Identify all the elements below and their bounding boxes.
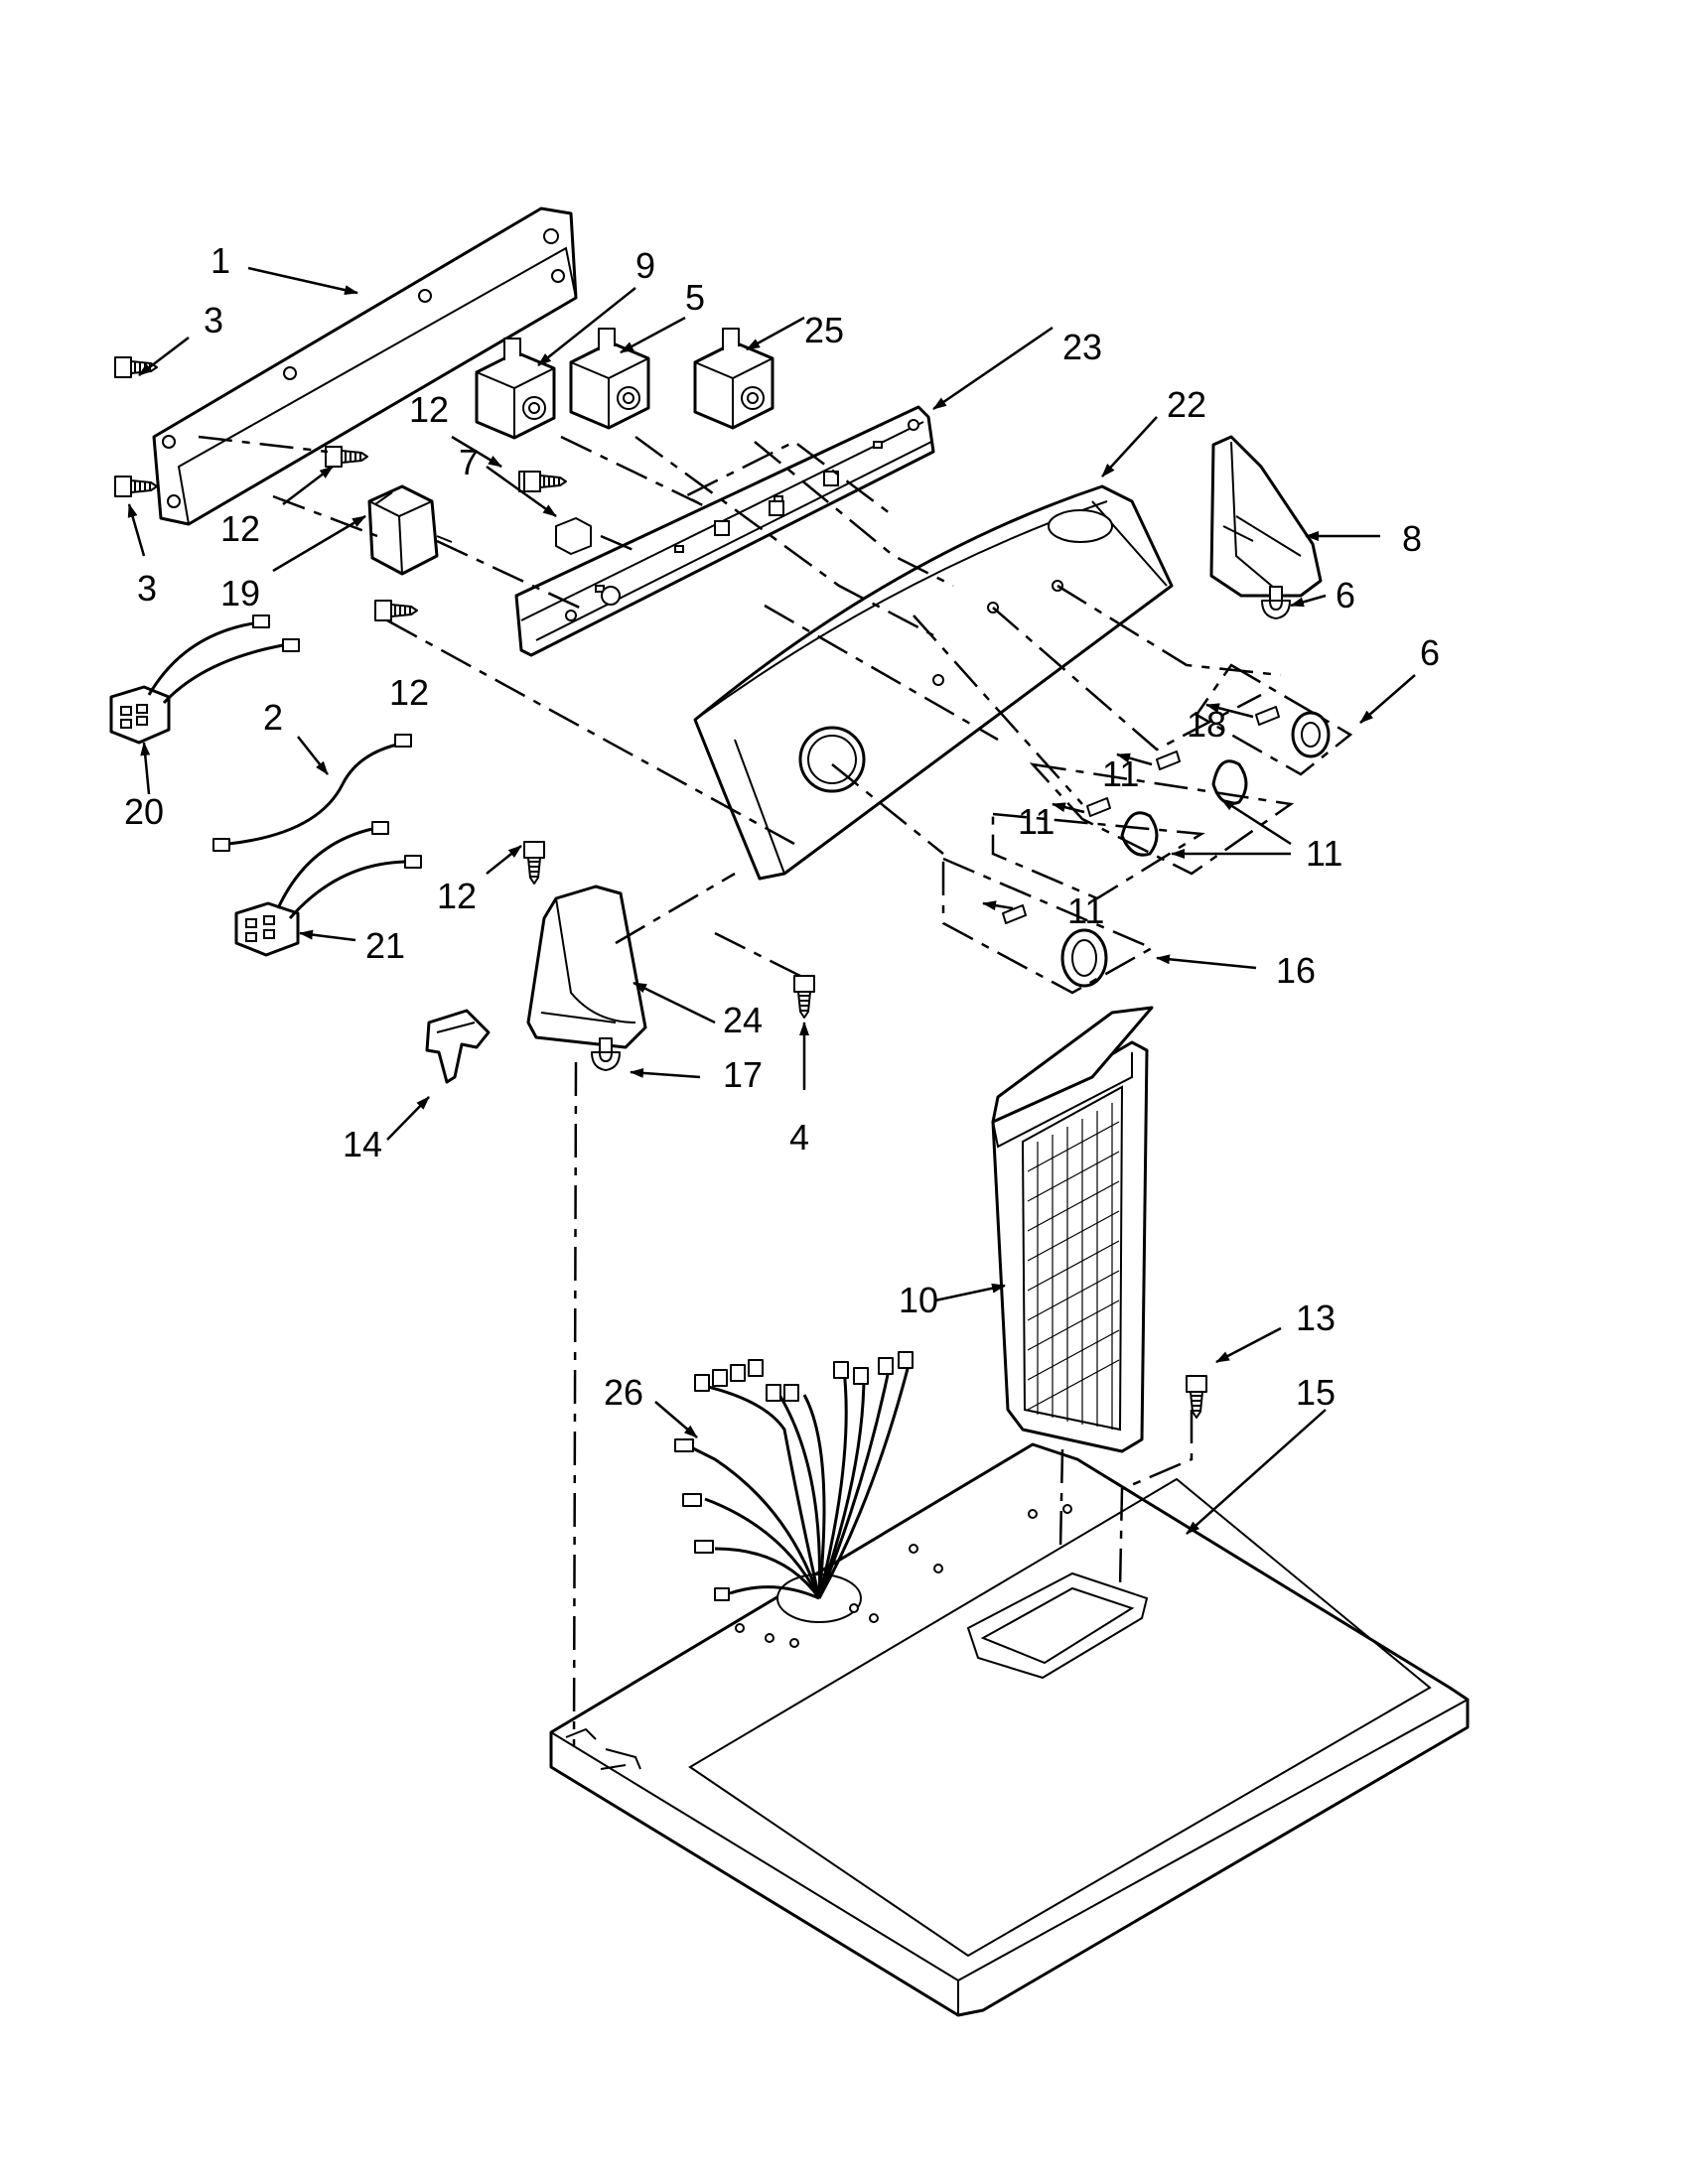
callout-14: 4 (789, 1117, 809, 1158)
callout-22: 22 (1167, 384, 1206, 425)
knob-part-24 (1060, 928, 1108, 988)
callout-12-d: 12 (437, 876, 477, 916)
callout-3-lower: 3 (137, 568, 157, 609)
callout-23: 23 (1062, 327, 1102, 367)
callout-6-upper: 6 (1336, 575, 1355, 615)
callout-16: 11 (1306, 833, 1342, 874)
callout-17: 14 (343, 1124, 382, 1164)
console-panel-part-22 (693, 484, 1174, 881)
screw-part-12-d (523, 841, 545, 885)
callout-11-b: 11 (1102, 753, 1139, 794)
callout-1: 1 (211, 240, 230, 281)
callout-11-d: 11 (1067, 890, 1104, 931)
callout-9: 9 (635, 245, 655, 286)
screw-part-12-a (325, 446, 368, 468)
callout-5: 5 (685, 277, 705, 318)
end-cap-part-4 (526, 885, 647, 1049)
leader-lines (127, 266, 1416, 1535)
callout-3-upper: 3 (204, 300, 223, 341)
callout-6-lower: 17 (723, 1054, 763, 1095)
wire-harness-part-21 (234, 821, 422, 957)
callout-7: 7 (459, 442, 479, 482)
callout-24: 16 (1276, 950, 1316, 991)
bracket-part-17 (425, 1009, 491, 1084)
switch-part-25 (693, 327, 774, 430)
wire-part-2 (212, 734, 412, 852)
callout-4: 24 (723, 1000, 763, 1040)
callout-21: 21 (365, 925, 405, 966)
screw-part-13 (1186, 1375, 1207, 1419)
assembly-lines (198, 435, 1353, 1748)
callout-12-a: 12 (220, 508, 260, 549)
shafts-part-11 (1002, 706, 1280, 924)
callout-18: 6 (1420, 632, 1440, 673)
rear-panel-part-1 (152, 206, 578, 526)
callout-13: 13 (1296, 1297, 1336, 1338)
top-panel-part-15 (549, 1442, 1470, 2017)
callout-25: 25 (804, 310, 844, 350)
callout-12-c: 12 (389, 672, 429, 713)
switch-part-7 (523, 471, 592, 555)
wire-harness-part-26 (674, 1351, 914, 1601)
callout-15: 15 (1296, 1372, 1336, 1413)
callout-26: 26 (604, 1372, 643, 1413)
lint-screen-part-10 (991, 1006, 1154, 1453)
screw-part-3-lower (114, 476, 158, 497)
knob-part-18 (1291, 711, 1331, 758)
callout-2: 2 (263, 697, 283, 738)
control-bracket-part-23 (514, 405, 935, 657)
callout-10: 10 (899, 1280, 938, 1320)
callout-12-b: 12 (409, 389, 449, 430)
end-cap-part-8 (1209, 435, 1323, 598)
callout-11-a: 18 (1187, 704, 1226, 745)
callout-19: 19 (220, 573, 260, 614)
callout-8: 8 (1402, 518, 1422, 559)
switch-part-9 (475, 337, 556, 440)
timer-part-19 (367, 484, 453, 576)
callout-11-c: 11 (1018, 801, 1055, 842)
wire-harness-part-20 (109, 614, 300, 745)
screw-part-14 (793, 975, 815, 1019)
callout-labels: 1 3 3 12 12 12 12 19 20 2 21 9 5 25 7 23… (124, 240, 1440, 1413)
screw-part-12-c (374, 600, 418, 621)
callout-20: 20 (124, 791, 164, 832)
